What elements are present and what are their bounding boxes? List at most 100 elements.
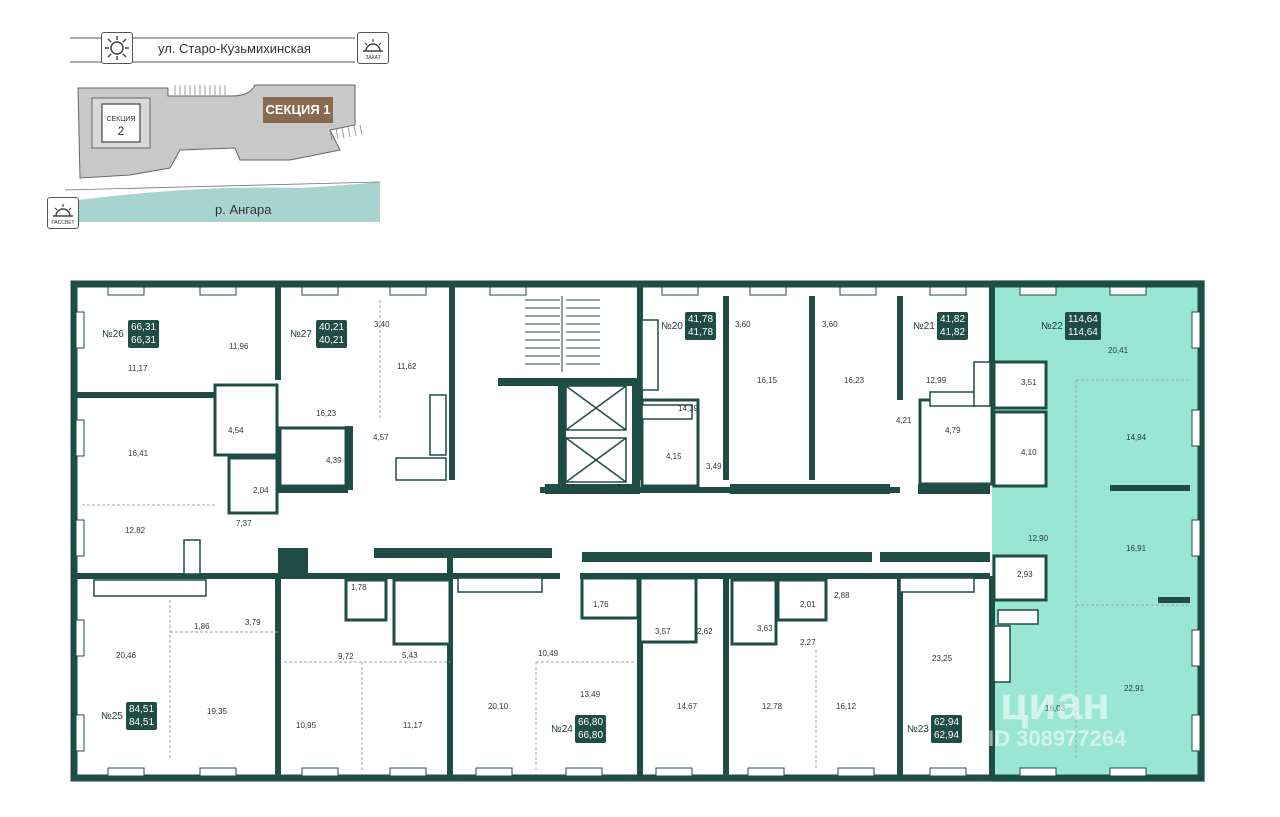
apt-24-area-total: 66,80 bbox=[578, 717, 604, 728]
room-area: 11,17 bbox=[128, 364, 148, 373]
room-area: 5,43 bbox=[402, 651, 418, 660]
room-area: 11,62 bbox=[397, 362, 417, 371]
river-label: р. Ангара bbox=[215, 202, 272, 217]
apt-20-area-total: 41,78 bbox=[688, 314, 714, 325]
apt-25-area-badge[interactable]: 84,51 84,51 bbox=[126, 702, 158, 730]
apt-25-area-living: 84,51 bbox=[129, 717, 155, 728]
room-area: 3,63 bbox=[757, 624, 773, 633]
room-area: 14,94 bbox=[1126, 433, 1147, 442]
room-area: 2,62 bbox=[697, 627, 713, 636]
apt-27-area-living: 40,21 bbox=[319, 335, 345, 346]
room-area: 4,15 bbox=[666, 452, 682, 461]
sunrise-label: РАССВЕТ bbox=[51, 220, 75, 226]
apt-27-area-total: 40,21 bbox=[319, 322, 345, 333]
sunrise-icon: РАССВЕТ bbox=[47, 197, 79, 229]
room-area: 19,35 bbox=[207, 707, 228, 716]
room-area: 4,39 bbox=[326, 456, 342, 465]
room-area: 2,27 bbox=[800, 638, 816, 647]
room-area: 16,91 bbox=[1126, 544, 1147, 553]
room-area: 4,57 bbox=[373, 433, 389, 442]
room-area: 1,76 bbox=[593, 600, 609, 609]
apt-27-area-badge[interactable]: 40,21 40,21 bbox=[316, 320, 348, 348]
room-area-labels: 11,17 11,96 16,41 4,54 2,04 7,37 12,82 3… bbox=[116, 320, 1147, 730]
apt-22-area-living: 114,64 bbox=[1068, 327, 1098, 338]
room-area: 4,54 bbox=[228, 426, 244, 435]
room-area: 14,39 bbox=[678, 404, 699, 413]
street-label: ул. Старо-Кузьмихинская bbox=[158, 41, 311, 56]
site-plan bbox=[64, 37, 381, 222]
elevators bbox=[565, 385, 627, 483]
apt-20-number: №20 bbox=[661, 321, 683, 332]
apt-22-number: №22 bbox=[1041, 321, 1063, 332]
apt-24-area-badge[interactable]: 66,80 66,80 bbox=[575, 715, 607, 743]
room-area: 20,41 bbox=[1108, 346, 1129, 355]
room-area: 3,60 bbox=[822, 320, 838, 329]
apt-20-area-living: 41,78 bbox=[688, 327, 714, 338]
room-area: 2,88 bbox=[834, 591, 850, 600]
kitchen-counters bbox=[93, 319, 1039, 683]
apt-25-number: №25 bbox=[101, 711, 123, 722]
room-area: 2,04 bbox=[253, 486, 269, 495]
apt-22-area-badge[interactable]: 114,64 114,64 bbox=[1065, 312, 1101, 340]
room-area: 11,96 bbox=[229, 342, 249, 351]
room-area: 20,10 bbox=[488, 702, 509, 711]
sunset-icon: ЗАКАТ bbox=[357, 32, 389, 64]
room-area: 4,21 bbox=[896, 416, 912, 425]
room-area: 23,25 bbox=[932, 654, 953, 663]
watermark-id: ID 308977264 bbox=[988, 726, 1127, 751]
section-2-label: СЕКЦИЯ bbox=[106, 116, 136, 123]
apt-23-area-badge[interactable]: 62,94 62,94 bbox=[931, 715, 963, 743]
apt-21-area-badge[interactable]: 41,82 41,82 bbox=[937, 312, 969, 340]
apt-23-number: №23 bbox=[907, 724, 929, 735]
riverbank-line bbox=[64, 181, 381, 191]
room-area: 3,79 bbox=[245, 618, 261, 627]
room-area: 2,01 bbox=[800, 600, 816, 609]
room-area: 1,78 bbox=[351, 583, 367, 592]
room-area: 16,23 bbox=[844, 376, 865, 385]
river bbox=[78, 182, 380, 222]
room-area: 10,49 bbox=[538, 649, 559, 658]
room-area: 3,57 bbox=[655, 627, 671, 636]
staircase bbox=[525, 296, 600, 372]
room-area: 12,99 bbox=[926, 376, 947, 385]
room-area: 2,93 bbox=[1017, 570, 1033, 579]
apt-21-area-living: 41,82 bbox=[940, 327, 966, 338]
room-area: 16,23 bbox=[316, 409, 337, 418]
apt-26-area-total: 66,31 bbox=[131, 322, 157, 333]
bathrooms bbox=[213, 360, 1048, 646]
room-area: 3,40 bbox=[374, 320, 390, 329]
apt-20-area-badge[interactable]: 41,78 41,78 bbox=[685, 312, 717, 340]
room-area: 22,91 bbox=[1124, 684, 1145, 693]
room-area: 10,95 bbox=[296, 721, 317, 730]
room-area: 20,46 bbox=[116, 651, 137, 660]
room-area: 9,72 bbox=[338, 652, 354, 661]
apt-24-number: №24 bbox=[551, 724, 573, 735]
room-area: 4,79 bbox=[945, 426, 961, 435]
room-area: 12,78 bbox=[762, 702, 783, 711]
room-area: 3,60 bbox=[735, 320, 751, 329]
room-area: 3,49 bbox=[706, 462, 722, 471]
apt-26-area-living: 66,31 bbox=[131, 335, 157, 346]
apt-21-area-total: 41,82 bbox=[940, 314, 966, 325]
room-area: 16,15 bbox=[757, 376, 778, 385]
sunset-label: ЗАКАТ bbox=[365, 55, 381, 61]
room-area: 7,37 bbox=[236, 519, 252, 528]
apt-25-area-total: 84,51 bbox=[129, 704, 155, 715]
section-1-label: СЕКЦИЯ 1 bbox=[265, 102, 331, 117]
apt-23-area-living: 62,94 bbox=[934, 730, 960, 741]
parking-hatch bbox=[174, 85, 363, 141]
room-area: 13,49 bbox=[580, 690, 601, 699]
room-area: 4,10 bbox=[1021, 448, 1037, 457]
room-area: 16,41 bbox=[128, 449, 149, 458]
room-area: 12,82 bbox=[125, 526, 146, 535]
apt-26-area-badge[interactable]: 66,31 66,31 bbox=[128, 320, 160, 348]
apt-22-area-total: 114,64 bbox=[1068, 314, 1098, 325]
watermark-brand: циан bbox=[1000, 677, 1110, 729]
windows bbox=[75, 286, 1201, 777]
room-area: 16,03 bbox=[1045, 704, 1066, 713]
apt-26-number: №26 bbox=[102, 329, 124, 340]
section-1-box bbox=[263, 97, 333, 123]
apt-23-area-total: 62,94 bbox=[934, 717, 960, 728]
